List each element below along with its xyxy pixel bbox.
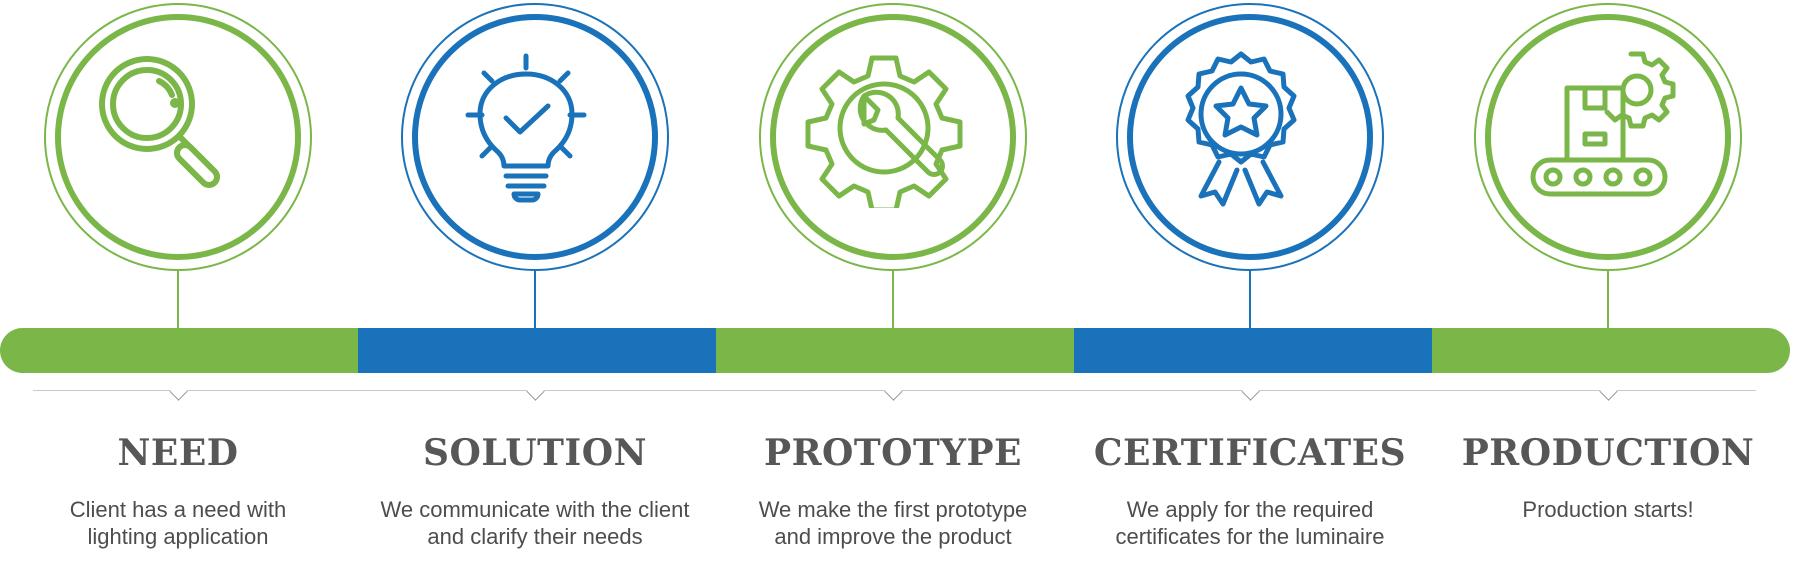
- timeline-segment-solution: [358, 328, 716, 373]
- lightbulb-check-icon: [446, 48, 606, 208]
- step-need-circle: [44, 3, 312, 271]
- step-title-solution: SOLUTION: [423, 432, 647, 474]
- timeline-segment-need: [0, 328, 358, 373]
- connector-line: [534, 271, 536, 328]
- chevron-down-icon: [526, 382, 545, 401]
- chevron-down-icon: [169, 382, 188, 401]
- chevron-down-icon: [884, 382, 903, 401]
- chevron-down-icon: [1599, 382, 1618, 401]
- step-title-prototype: PROTOTYPE: [764, 432, 1022, 474]
- step-title-need: NEED: [117, 432, 239, 474]
- connector-line: [1249, 271, 1251, 328]
- step-description-production: Production starts!: [1522, 497, 1694, 522]
- step-certificates-circle: [1116, 3, 1384, 271]
- magnifier-icon: [89, 48, 249, 208]
- timeline-bar: [0, 328, 1790, 373]
- step-title-production: PRODUCTION: [1461, 432, 1755, 474]
- award-ribbon-icon: [1161, 48, 1321, 208]
- chevron-down-icon: [1241, 382, 1260, 401]
- timeline-segment-certificates: [1074, 328, 1432, 373]
- step-title-certificates: CERTIFICATES: [1093, 432, 1407, 474]
- connector-line: [1607, 271, 1609, 328]
- connector-line: [892, 271, 894, 328]
- timeline-segment-prototype: [716, 328, 1074, 373]
- gear-wrench-icon: [804, 48, 964, 208]
- conveyor-gear-icon: [1519, 48, 1679, 208]
- step-production-circle: [1474, 3, 1742, 271]
- timeline-segment-production: [1432, 328, 1790, 373]
- step-prototype-circle: [759, 3, 1027, 271]
- connector-line: [177, 271, 179, 328]
- step-solution-circle: [401, 3, 669, 271]
